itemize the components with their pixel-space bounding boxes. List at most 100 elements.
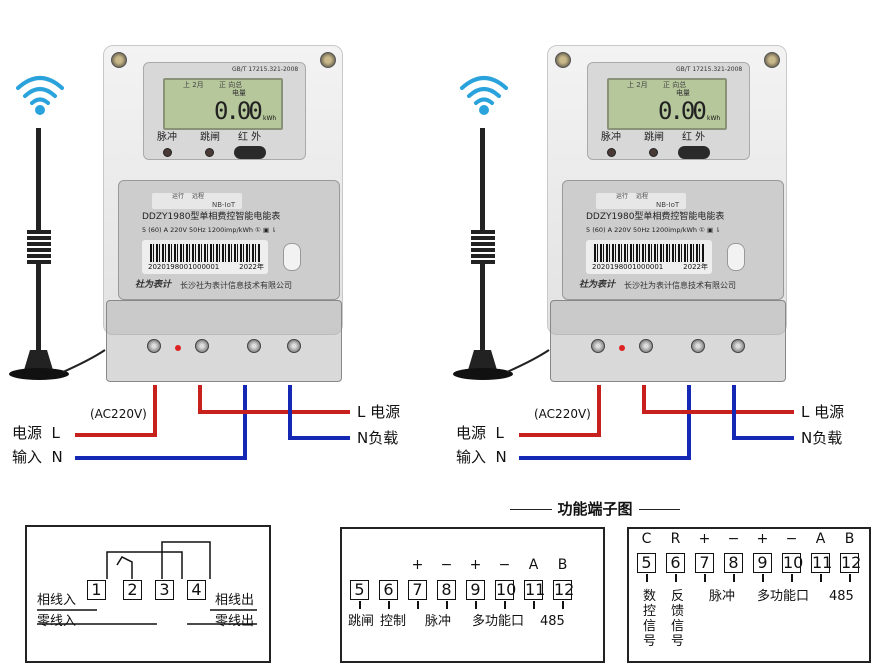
brand-logo: 社为表计: [135, 280, 172, 290]
terminal-12: 12: [840, 553, 862, 573]
wiring-lines: [9, 76, 350, 460]
terminal-lead: [820, 574, 822, 582]
terminal-7: 7: [695, 553, 714, 573]
terminal-screw-icon: [247, 339, 261, 353]
terminal-screw-icon: [195, 339, 209, 353]
output-neutral-label: N负载: [357, 429, 399, 447]
antenna-icon: [453, 128, 550, 380]
ir-label: 红 外: [238, 132, 262, 143]
terminal-screw-icon: [731, 339, 745, 353]
lcd-value: 0.00: [214, 97, 263, 125]
standard-label: GB/T 17215.321-2008: [232, 66, 299, 73]
terminal-3: 3: [155, 580, 174, 600]
meter-model: DDZY1980型单相费控智能电能表: [142, 212, 281, 222]
company-name: 长沙社为表计信息技术有限公司: [624, 281, 736, 290]
terminal-5: 5: [637, 553, 656, 573]
output-live-label: L 电源: [357, 403, 401, 421]
terminal-sign: +: [411, 557, 424, 573]
terminal-4: 4: [187, 580, 206, 600]
terminal-10: 10: [495, 580, 517, 600]
phase-in-label: 相线入: [37, 593, 77, 608]
neutral-input-wire: [519, 385, 691, 460]
terminal-sign: B: [844, 531, 855, 547]
trip-led-icon: [205, 148, 214, 157]
meter-wiring-scene: GB/T 17215.321-2008 上 2月 正 向总 电量 0.00 kW…: [444, 0, 884, 480]
terminal-sign: −: [498, 557, 511, 573]
neutral-output-wire: [288, 385, 350, 440]
terminal-5: 5: [350, 580, 369, 600]
manufacture-year: 2022年: [239, 263, 264, 271]
terminal-6: 6: [379, 580, 398, 600]
title-text: 功能端子图: [557, 500, 633, 518]
terminal-11: 11: [524, 580, 546, 600]
lcd-mode: 正 向总: [663, 81, 687, 89]
manufacture-year: 2022年: [683, 263, 708, 271]
brand-logo: 社为表计: [579, 280, 616, 290]
neutral-out-label: 零线出: [215, 614, 255, 629]
terminal-sign: A: [815, 531, 826, 547]
pulse-led-icon: [607, 148, 616, 157]
wifi-icon: [16, 76, 64, 115]
lcd-label: 电量: [232, 89, 246, 97]
voltage-label: (AC220V): [534, 407, 591, 421]
terminal-lead: [675, 574, 677, 582]
lcd-month: 上 2月: [183, 81, 204, 89]
pulse-label: 脉冲: [157, 132, 177, 143]
control-label: 控制: [380, 614, 407, 629]
meter-spec: 5 (60) A 220V 50Hz 1200imp/kWh ① ▣ ⇂: [586, 226, 721, 234]
barcode-bars: [594, 244, 704, 262]
terminal-lead: [533, 601, 535, 609]
terminal-diagram-title: 功能端子图: [510, 500, 681, 518]
seal-dot-icon: [619, 345, 625, 351]
standard-label: GB/T 17215.321-2008: [676, 66, 743, 73]
barcode: 2020198001000001 2022年: [142, 240, 268, 274]
terminal-sign: R: [670, 531, 681, 547]
live-output-wire: [642, 385, 794, 414]
screw-icon: [320, 52, 336, 68]
neutral-output-wire: [732, 385, 794, 440]
meter-wiring-scene: GB/T 17215.321-2008 上 2月 正 向总 电量 0.00 kW…: [0, 0, 444, 480]
terminal-lead: [446, 601, 448, 609]
serial-number: 2020198001000001: [148, 263, 220, 271]
seal-dot-icon: [175, 345, 181, 351]
nb-run-label: 运行: [172, 193, 185, 200]
nb-iot-module: 运行 远程 NB-IoT: [596, 193, 686, 209]
multifunction-label: 多功能口: [757, 589, 810, 604]
lcd-unit: kWh: [707, 115, 721, 122]
input-live-label: 电源 L: [12, 424, 60, 442]
terminal-9: 9: [466, 580, 485, 600]
terminal-lead: [733, 574, 735, 582]
nb-label: NB-IoT: [656, 201, 680, 209]
lcd-value: 0.00: [658, 97, 707, 125]
terminal-sign: +: [698, 531, 711, 547]
meter-spec: 5 (60) A 220V 50Hz 1200imp/kWh ① ▣ ⇂: [142, 226, 277, 234]
switch-button: [727, 243, 745, 271]
terminal-sign: +: [469, 557, 482, 573]
terminal-lead: [646, 574, 648, 582]
trip-led-icon: [649, 148, 658, 157]
infrared-port-icon: [678, 146, 710, 159]
multifunction-label: 多功能口: [472, 614, 525, 629]
wifi-icon: [460, 76, 508, 115]
terminal-8: 8: [724, 553, 743, 573]
neutral-in-label: 零线入: [37, 614, 77, 629]
terminal-sign: +: [756, 531, 769, 547]
lcd-unit: kWh: [263, 115, 277, 122]
terminal-lead: [762, 574, 764, 582]
input-neutral-label: 输入 N: [456, 448, 507, 466]
terminal-screw-icon: [639, 339, 653, 353]
terminal-sign: −: [440, 557, 453, 573]
pulse-led-icon: [163, 148, 172, 157]
main-terminal-diagram: 1 2 3 4 相线入 零线入 相线出 零线出: [25, 525, 271, 663]
wiring-lines: [453, 76, 794, 460]
lcd-screen: [163, 78, 283, 130]
live-output-wire: [198, 385, 350, 414]
nb-iot-module: 运行 远程 NB-IoT: [152, 193, 242, 209]
terminal-screw-icon: [591, 339, 605, 353]
output-neutral-label: N负载: [801, 429, 843, 447]
terminal-6: 6: [666, 553, 685, 573]
switch-button: [283, 243, 301, 271]
terminal-screw-icon: [147, 339, 161, 353]
